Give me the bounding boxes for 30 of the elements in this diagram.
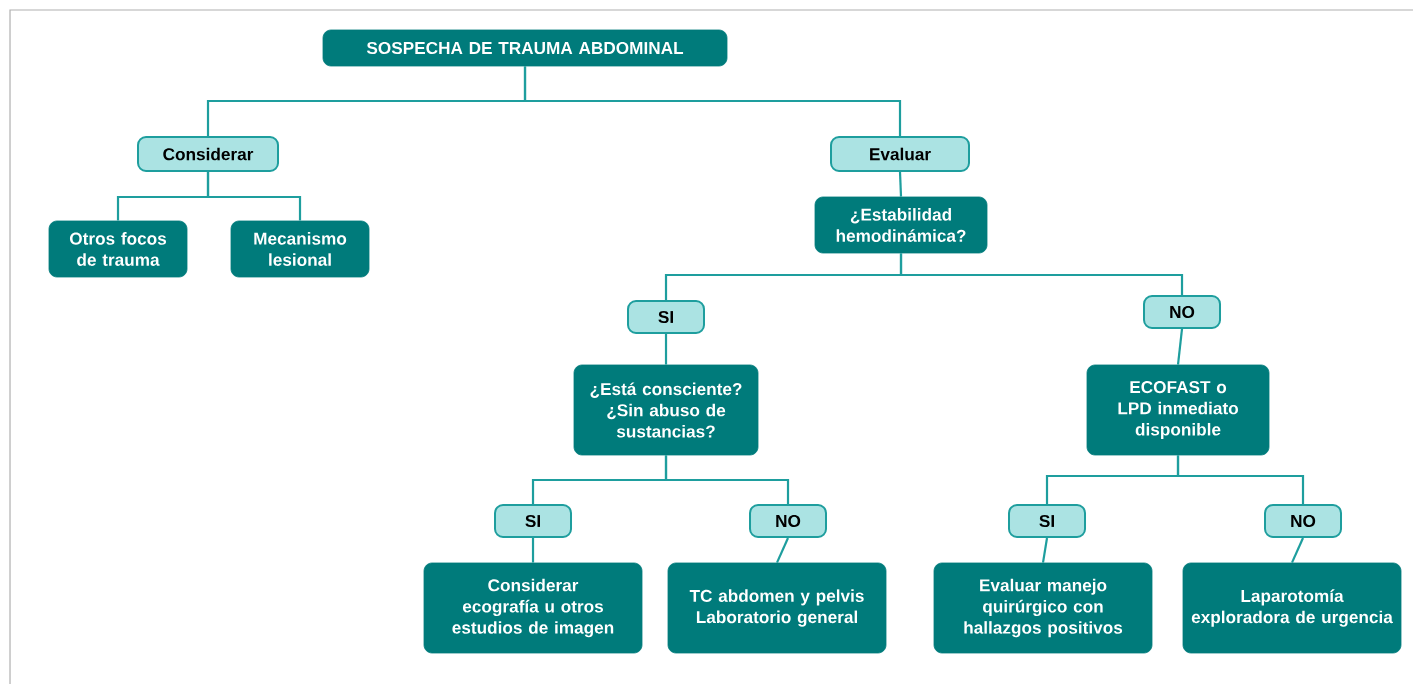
process-box: Laparotomía exploradora de urgencia — [1182, 562, 1402, 654]
connector-line — [899, 253, 1184, 295]
connector-line — [1176, 455, 1305, 504]
connector-line — [1291, 537, 1304, 564]
process-box: ECOFAST o LPD inmediato disponible — [1086, 364, 1270, 456]
connector-line — [776, 537, 789, 564]
process-box: ¿Estabilidad hemodinámica? — [814, 196, 988, 254]
connector-line — [523, 66, 902, 136]
option-box: Evaluar — [830, 136, 970, 172]
process-box: Otros focos de trauma — [48, 220, 188, 278]
option-box: SI — [494, 504, 572, 538]
process-box: Mecanismo lesional — [230, 220, 370, 278]
option-box: Considerar — [137, 136, 279, 172]
option-box: NO — [1264, 504, 1342, 538]
process-box: ¿Está consciente? ¿Sin abuso de sustancias? — [573, 364, 759, 456]
connector-line — [664, 334, 668, 365]
title-box: SOSPECHA DE TRAUMA ABDOMINAL — [322, 29, 728, 67]
process-box: TC abdomen y pelvis Laboratorio general — [667, 562, 887, 654]
connector-line — [898, 171, 903, 197]
option-box: NO — [749, 504, 827, 538]
connector-line — [531, 538, 535, 563]
connector-line — [664, 455, 790, 504]
connector-line — [1041, 537, 1049, 563]
connector-line — [1176, 328, 1184, 365]
option-box: SI — [627, 300, 705, 334]
connector-line — [206, 172, 302, 221]
option-box: SI — [1008, 504, 1086, 538]
process-box: Considerar ecografía u otros estudios de imagen — [423, 562, 643, 654]
process-box: Evaluar manejo quirúrgico con hallazgos positivos — [933, 562, 1153, 654]
option-box: NO — [1143, 295, 1221, 329]
